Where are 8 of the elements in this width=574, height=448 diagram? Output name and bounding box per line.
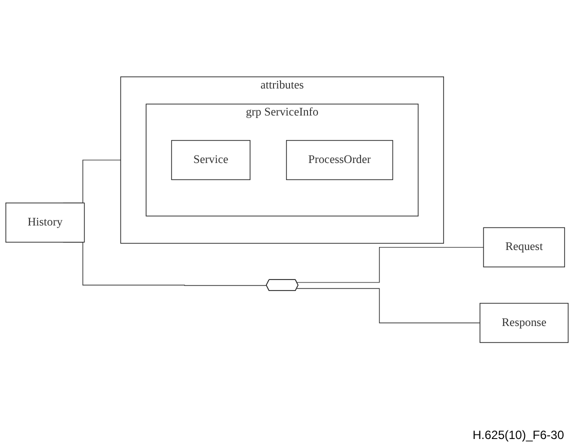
- figure-code: H.625(10)_F6-30: [472, 428, 564, 442]
- node-box: ProcessOrder: [286, 140, 394, 180]
- node-box: Service: [171, 140, 250, 180]
- node-box: Response: [480, 303, 569, 344]
- connector: [296, 247, 484, 284]
- node-box: Request: [483, 228, 565, 268]
- connector: [296, 288, 480, 324]
- node-box: History: [5, 202, 85, 243]
